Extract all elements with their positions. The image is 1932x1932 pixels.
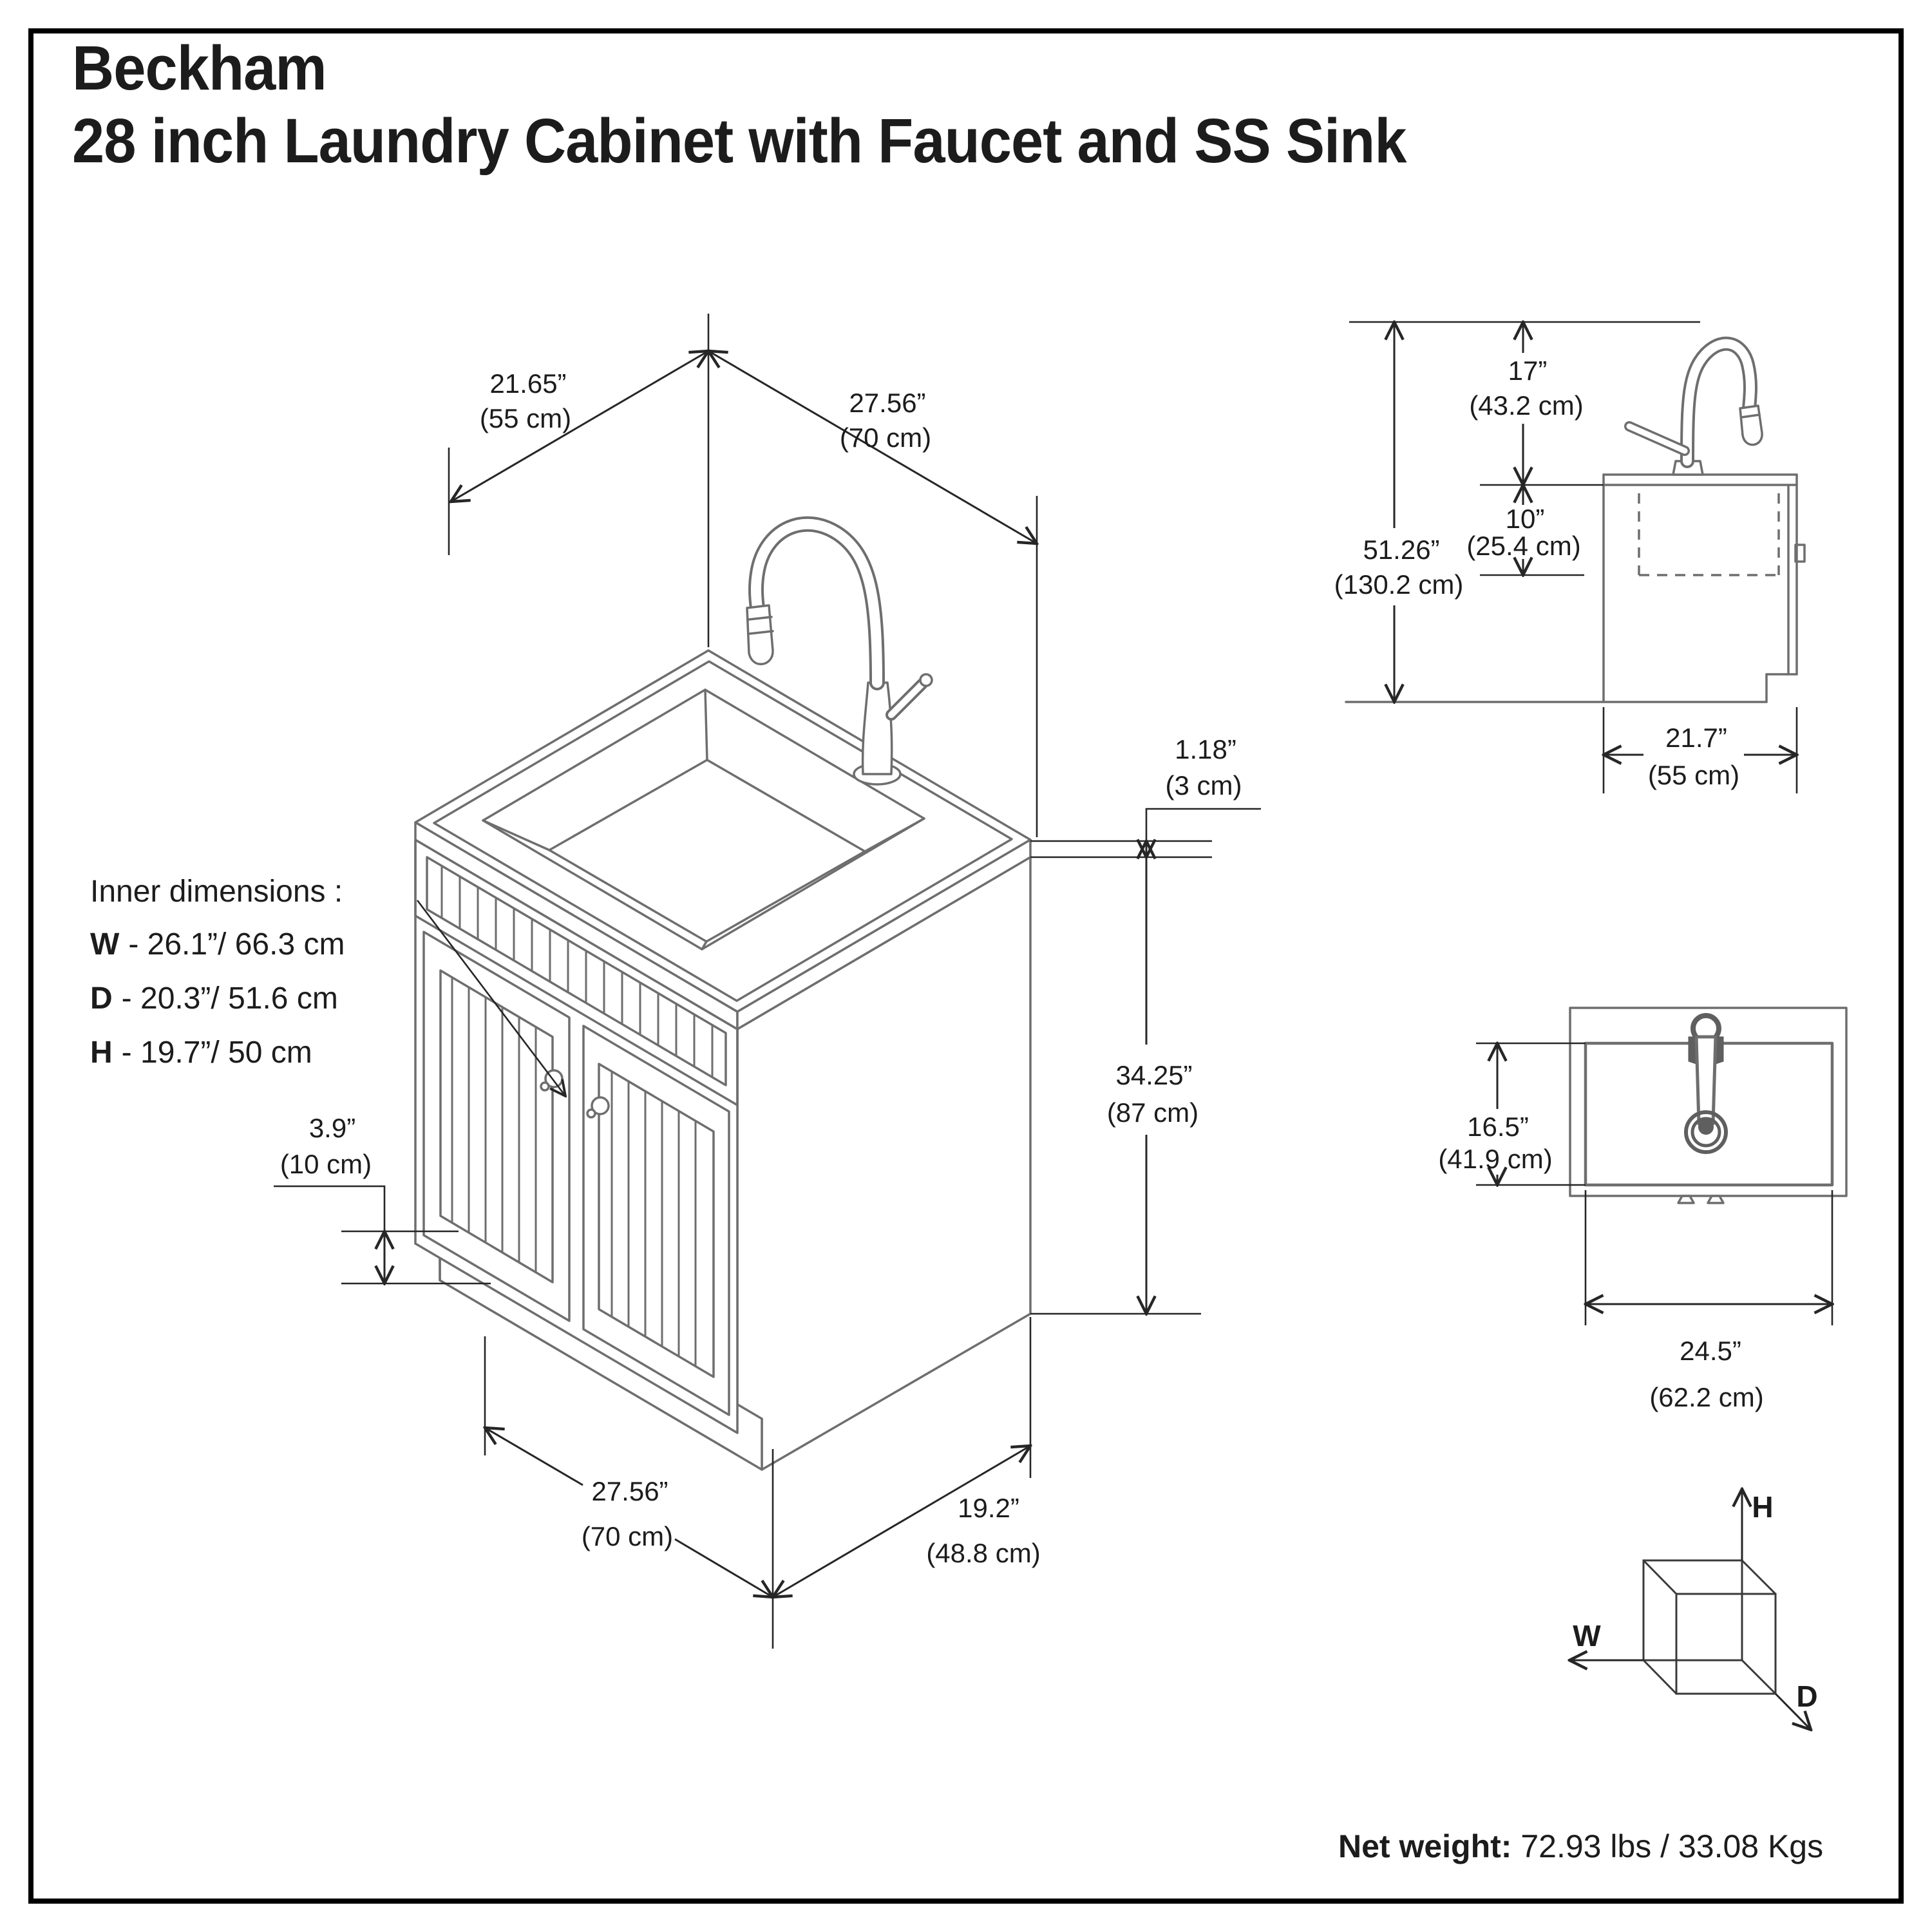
- dim-counter-thickness-cm: (3 cm): [1166, 770, 1242, 800]
- faucet-handle: [919, 673, 933, 687]
- dim-faucet-height-in: 17”: [1508, 355, 1548, 386]
- side-faucet: [1624, 336, 1763, 476]
- side-hinge-detail: [1794, 544, 1806, 563]
- top-view-clips: [1677, 1195, 1725, 1204]
- dim-cabinet-height-cm: (87 cm): [1107, 1097, 1198, 1128]
- top-view: 16.5” (41.9 cm) 24.5” (62.2 cm): [1438, 1007, 1848, 1412]
- inner-dims-leader: [416, 900, 565, 1096]
- title-block: Beckham 28 inch Laundry Cabinet with Fau…: [72, 32, 1407, 177]
- top-view-dimensions: 16.5” (41.9 cm) 24.5” (62.2 cm): [1438, 1043, 1832, 1412]
- inner-dimensions: Inner dimensions : W- 26.1”/ 66.3 cm D- …: [90, 875, 565, 1096]
- product-description: 28 inch Laundry Cabinet with Faucet and …: [72, 105, 1407, 176]
- dim-toekick-in: 3.9”: [309, 1113, 355, 1143]
- inner-dims-depth: D- 20.3”/ 51.6 cm: [90, 981, 338, 1016]
- net-weight-value: 72.93 lbs / 33.08 Kgs: [1520, 1828, 1824, 1864]
- dim-depth-bottom-cm: (48.8 cm): [926, 1538, 1040, 1568]
- iso-dimensions: 21.65” (55 cm) 27.56” (70 cm) 1.18” (3 c…: [274, 314, 1261, 1649]
- net-weight: Net weight: 72.93 lbs / 33.08 Kgs: [1338, 1828, 1823, 1865]
- axis-indicator: W H D: [1569, 1489, 1818, 1730]
- dim-width-bottom-in: 27.56”: [591, 1476, 668, 1506]
- drain: [1684, 1110, 1728, 1154]
- dim-depth-top-cm: (55 cm): [480, 403, 571, 433]
- product-name: Beckham: [72, 33, 327, 103]
- dim-counter-thickness-in: 1.18”: [1175, 734, 1236, 764]
- dim-sink-depth-cm: (25.4 cm): [1466, 531, 1580, 561]
- top-view-counter: [1569, 1007, 1848, 1197]
- dim-toekick-cm: (10 cm): [280, 1149, 372, 1179]
- dim-depth-top-in: 21.65”: [489, 368, 566, 399]
- inner-dims-width: W- 26.1”/ 66.3 cm: [90, 927, 345, 961]
- dim-sink-depth-in: 10”: [1506, 504, 1545, 534]
- axis-h-label: H: [1752, 1490, 1773, 1524]
- sprayer-head: [746, 604, 774, 665]
- dim-side-depth-cm: (55 cm): [1648, 760, 1739, 790]
- axis-d-arrow: [1774, 1692, 1811, 1730]
- axis-w-label: W: [1573, 1619, 1601, 1653]
- net-weight-label: Net weight:: [1338, 1828, 1512, 1864]
- side-view-dimensions: 51.26” (130.2 cm) 17” (43.2 cm) 10” (25.…: [1334, 322, 1797, 793]
- dim-width-top-cm: (70 cm): [840, 422, 931, 453]
- dim-inner-width-in: 24.5”: [1680, 1336, 1741, 1366]
- inner-dims-height: H- 19.7”/ 50 cm: [90, 1036, 312, 1070]
- isometric-cabinet: [414, 516, 1032, 1471]
- dim-inner-width-cm: (62.2 cm): [1649, 1382, 1763, 1412]
- inner-dims-heading: Inner dimensions :: [90, 875, 343, 909]
- side-view: 51.26” (130.2 cm) 17” (43.2 cm) 10” (25.…: [1334, 322, 1806, 793]
- dim-inner-depth-in: 16.5”: [1467, 1112, 1529, 1142]
- dim-inner-depth-cm: (41.9 cm): [1438, 1144, 1552, 1174]
- door-left-beadboard: [451, 977, 537, 1273]
- sink-basin: [482, 688, 925, 951]
- dim-width-top-in: 27.56”: [849, 388, 925, 418]
- dim-faucet-height-cm: (43.2 cm): [1469, 390, 1583, 421]
- door-right: [582, 1025, 730, 1416]
- door-left: [422, 931, 571, 1322]
- dim-width-bottom-cm: (70 cm): [582, 1521, 673, 1551]
- top-view-faucet: [1684, 1013, 1728, 1154]
- cabinet-doors: [422, 931, 730, 1416]
- axis-d-label: D: [1796, 1680, 1817, 1713]
- dim-side-depth-in: 21.7”: [1665, 723, 1727, 753]
- page-border: [28, 28, 1904, 1904]
- door-right-beadboard: [611, 1071, 697, 1367]
- dim-depth-bottom-in: 19.2”: [958, 1493, 1019, 1523]
- dim-total-height-cm: (130.2 cm): [1334, 569, 1464, 600]
- dim-total-height-in: 51.26”: [1363, 535, 1439, 565]
- dim-cabinet-height-in: 34.25”: [1115, 1060, 1192, 1090]
- apron-beadboard: [440, 866, 714, 1077]
- side-sink-hidden-lines: [1638, 493, 1780, 576]
